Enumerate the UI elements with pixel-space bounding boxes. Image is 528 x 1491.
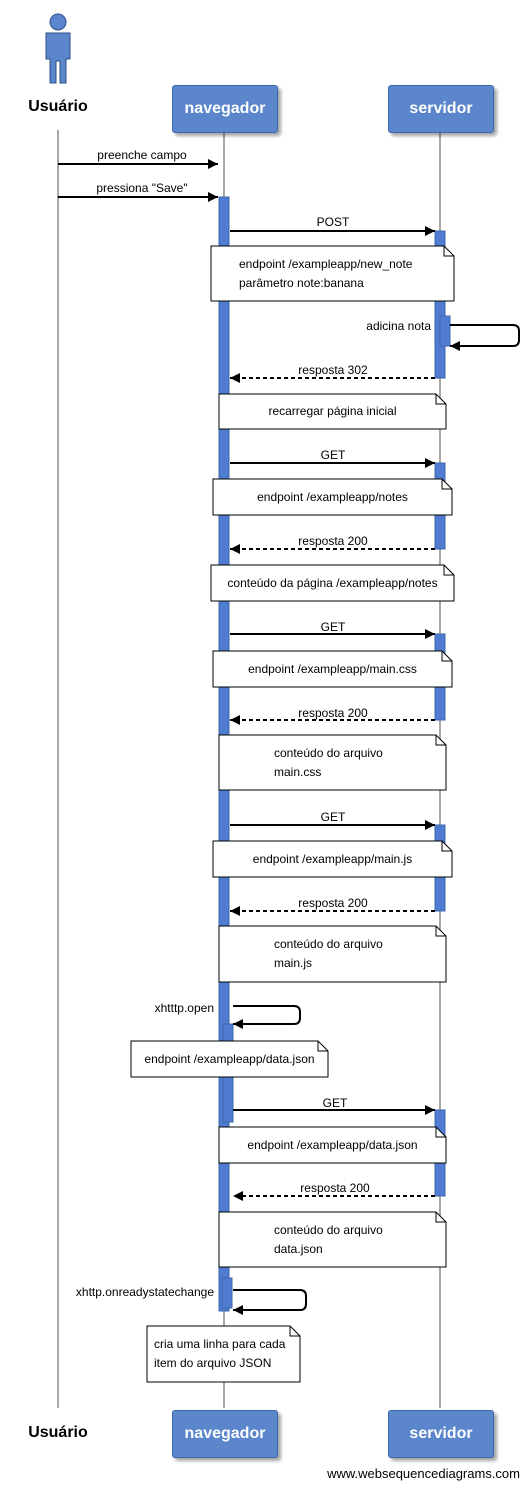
note-line: item do arquivo JSON: [154, 1356, 272, 1370]
note-fold: [435, 1127, 446, 1138]
actor-user-top: Usuário: [28, 98, 88, 115]
participant-server-top: servidor: [388, 85, 494, 133]
actor-user-bottom: Usuário: [28, 1424, 88, 1441]
note-box: [146, 1325, 301, 1383]
note-fold: [317, 1041, 328, 1052]
message-label: resposta 302: [298, 363, 368, 377]
note-box: [218, 734, 447, 791]
note-line: endpoint /exampleapp/data.json: [144, 1051, 315, 1066]
message-label: xhtttp.open: [154, 1001, 214, 1015]
participant-server-bottom: servidor: [388, 1410, 494, 1458]
note-line: main.js: [274, 956, 313, 970]
message-label: preenche campo: [97, 148, 187, 162]
note-line: endpoint /exampleapp/new_note: [239, 256, 413, 271]
message-label: resposta 200: [298, 534, 368, 548]
activation-bar: [221, 1277, 233, 1309]
note-line: recarregar página inicial: [268, 404, 397, 418]
note: conteúdo do arquivo data.json: [219, 1212, 446, 1267]
message-label: resposta 200: [300, 1181, 370, 1195]
note: cria uma linha para cada item do arquivo…: [147, 1326, 300, 1382]
note-fold: [289, 1326, 300, 1337]
footer-credit: www.websequencediagrams.com: [327, 1466, 520, 1481]
note-fold: [443, 565, 454, 576]
message-label: adicina nota: [366, 319, 431, 333]
self-message-arrow: [233, 1289, 307, 1315]
note-fold: [443, 246, 454, 257]
note-box: [218, 1211, 447, 1268]
message-label: GET: [320, 810, 346, 824]
note-box: [212, 840, 453, 878]
note-box: [218, 1126, 447, 1164]
note-box: [218, 925, 447, 983]
note-line: endpoint /exampleapp/data.json: [247, 1137, 418, 1152]
note-line: cria uma linha para cada: [154, 1337, 286, 1351]
message-label: resposta 200: [298, 896, 368, 910]
message-label: xhttp.onreadystatechange: [75, 1285, 214, 1299]
note: conteúdo do arquivo main.js: [219, 926, 446, 982]
message-label: GET: [322, 1096, 348, 1110]
participant-browser-top: navegador: [172, 85, 278, 133]
note: conteúdo do arquivo main.css: [219, 735, 446, 790]
note: endpoint /exampleapp/data.json: [219, 1127, 446, 1163]
note-line: conteúdo do arquivo: [274, 937, 383, 951]
note-fold: [441, 651, 452, 662]
note-line: endpoint /exampleapp/main.js: [252, 851, 413, 866]
note-box: [130, 1040, 329, 1078]
note: endpoint /exampleapp/main.css: [213, 651, 452, 687]
note-fold: [441, 479, 452, 490]
note-line: parâmetro note:banana: [239, 275, 364, 290]
note: endpoint /exampleapp/notes: [213, 479, 452, 515]
note: conteúdo da página /exampleapp/notes: [211, 565, 454, 601]
note-box: [210, 564, 455, 602]
note-box: [212, 478, 453, 516]
note-fold: [441, 841, 452, 852]
note-line: conteúdo da página /exampleapp/notes: [227, 575, 438, 590]
note-line: conteúdo do arquivo: [274, 745, 383, 760]
note: recarregar página inicial: [219, 394, 446, 429]
message-label: pressiona "Save": [96, 181, 188, 195]
note-box: [218, 393, 447, 430]
message-label: GET: [320, 448, 346, 462]
note-line: endpoint /exampleapp/main.css: [248, 661, 417, 676]
self-message-arrow: [233, 1005, 301, 1029]
activation-bar: [434, 230, 446, 379]
note-fold: [435, 1212, 446, 1223]
note: endpoint /exampleapp/new_note parâmetro …: [211, 246, 454, 301]
message-label: POST: [316, 215, 350, 229]
note-line: data.json: [274, 1241, 323, 1256]
participant-browser-bottom: navegador: [172, 1410, 278, 1458]
note-fold: [435, 926, 446, 937]
message-label: GET: [320, 620, 346, 634]
note-fold: [435, 394, 446, 405]
self-message-arrow: [450, 324, 520, 351]
activation-bar: [439, 315, 451, 347]
note-line: conteúdo do arquivo: [274, 1222, 383, 1237]
note-box: [210, 245, 455, 302]
note-line: endpoint /exampleapp/notes: [257, 489, 408, 504]
note: endpoint /exampleapp/main.js: [213, 841, 452, 877]
message-label: resposta 200: [298, 706, 368, 720]
note-box: [212, 650, 453, 688]
note-fold: [435, 735, 446, 746]
user-actor-icon: [45, 13, 71, 84]
note: endpoint /exampleapp/data.json: [131, 1041, 328, 1077]
note-line: main.css: [274, 764, 322, 779]
